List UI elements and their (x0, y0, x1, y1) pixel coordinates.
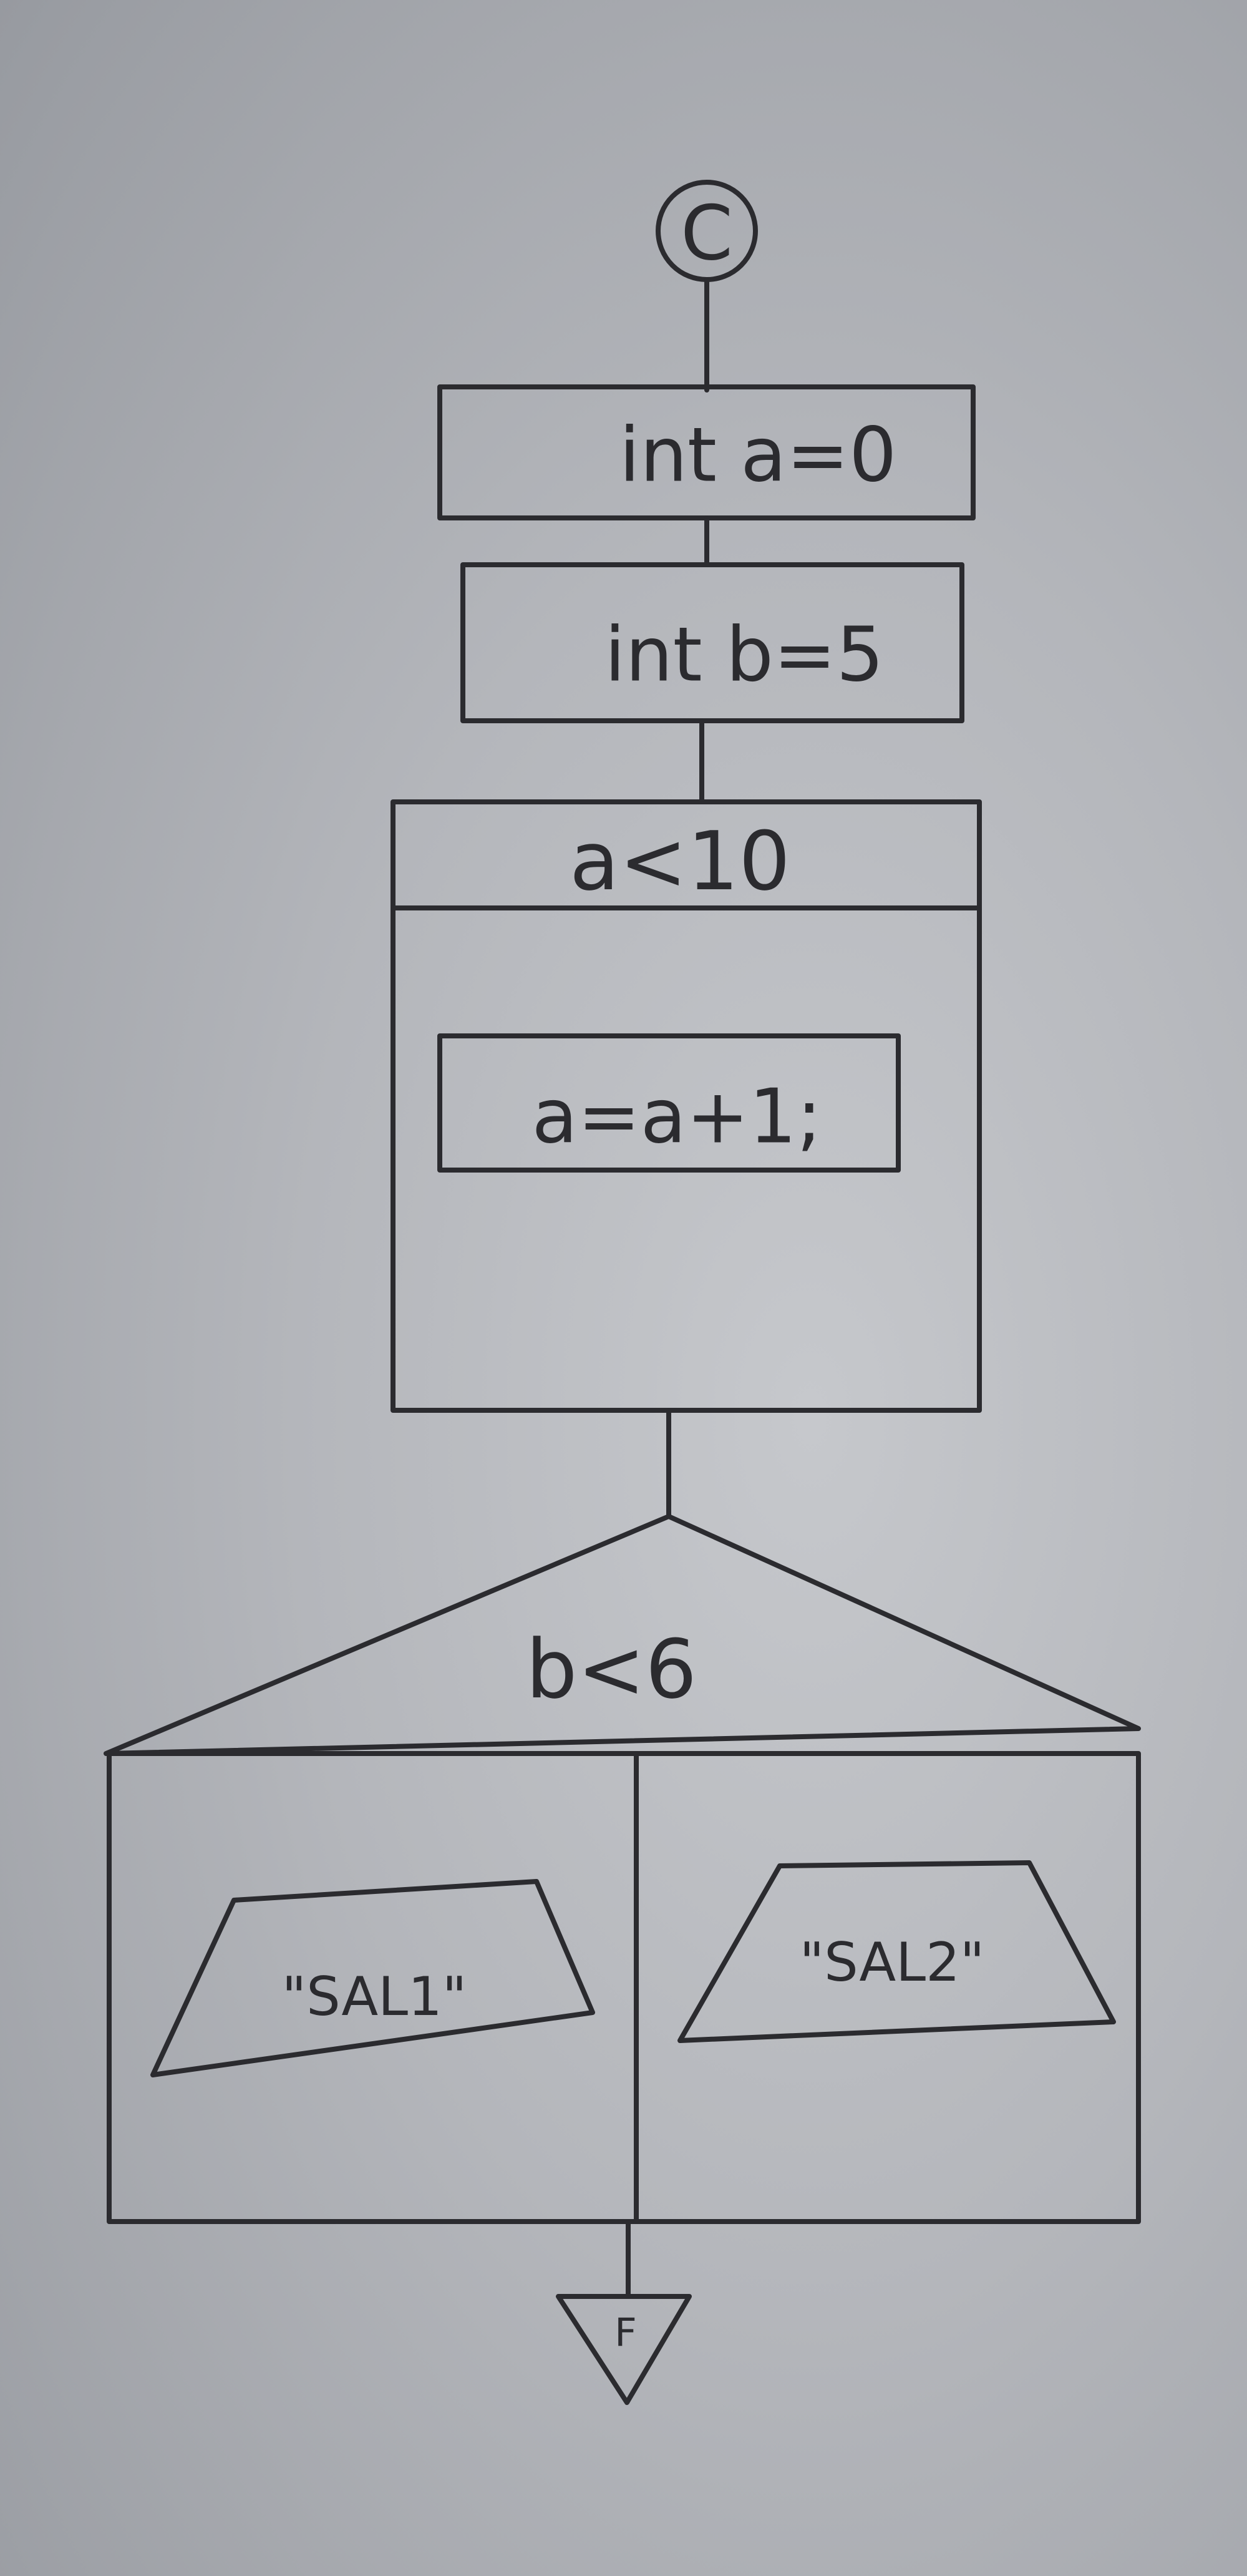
output-sal2-shape (677, 1860, 1116, 2043)
end-connector-label: F (614, 2310, 637, 2356)
statement-2-box (460, 562, 964, 723)
output-sal2-text: "SAL2" (800, 1931, 985, 1994)
decision-header (104, 1514, 1141, 1756)
end-connector (556, 2294, 692, 2405)
loop-box (391, 799, 982, 1413)
loop-body-text: a=a+1; (532, 1074, 822, 1161)
output-sal1-text: "SAL1" (282, 1966, 467, 2028)
loop-condition: a<10 (570, 814, 790, 909)
start-connector-label: C (681, 191, 733, 278)
decision-branches-box (107, 1751, 1141, 2224)
statement-2-text: int b=5 (604, 612, 884, 699)
statement-1-text: int a=0 (619, 412, 896, 499)
decision-condition: b<6 (526, 1622, 697, 1717)
output-sal1-shape (150, 1879, 595, 2077)
loop-body-box (437, 1033, 901, 1173)
